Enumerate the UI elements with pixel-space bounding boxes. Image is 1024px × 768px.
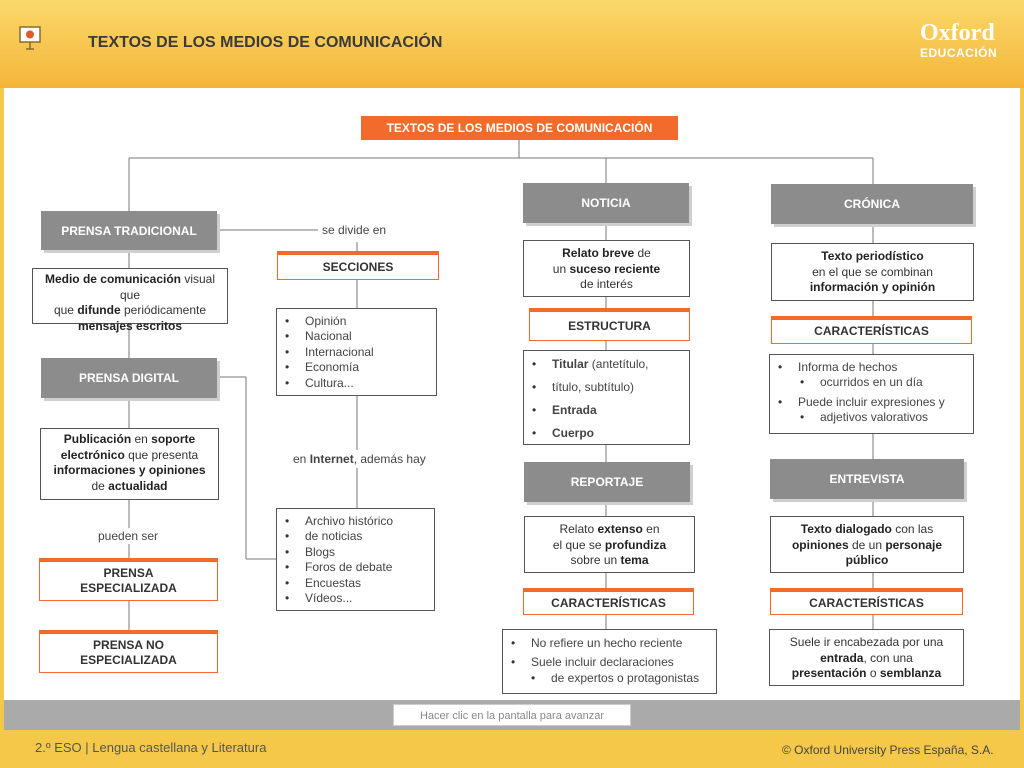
list-item: Suele incluir declaraciones <box>511 654 710 670</box>
list-item: de noticias <box>285 529 428 544</box>
secciones-list: Opinión Nacional Internacional Economía … <box>276 308 437 396</box>
list-item-continuation: ocurridos en un día <box>778 375 967 390</box>
course-label: 2.º ESO | Lengua castellana y Literatura <box>35 740 267 755</box>
estructura-node: ESTRUCTURA <box>529 308 690 341</box>
cronica-caracteristicas-list: Informa de hechos ocurridos en un día Pu… <box>769 354 974 434</box>
secciones-node: SECCIONES <box>277 251 439 280</box>
reportaje-node: REPORTAJE <box>524 462 690 502</box>
entrevista-node: ENTREVISTA <box>770 459 964 499</box>
list-item: Nacional <box>285 329 430 344</box>
reportaje-caracteristicas-node: CARACTERÍSTICAS <box>523 588 694 615</box>
noticia-node: NOTICIA <box>523 183 689 223</box>
entrevista-caracteristicas-text: Suele ir encabezada por una entrada, con… <box>769 629 964 686</box>
list-item: Internacional <box>285 345 430 360</box>
prensa-tradicional-node: PRENSA TRADICIONAL <box>41 211 217 250</box>
en-internet-label: en Internet, además hay <box>293 452 426 466</box>
list-item: Blogs <box>285 545 428 560</box>
list-item: Entrada <box>532 399 683 422</box>
list-item-continuation: de expertos o protagonistas <box>511 670 710 686</box>
presentation-board-icon[interactable] <box>18 24 42 50</box>
copyright: © Oxford University Press España, S.A. <box>782 743 994 757</box>
internet-list: Archivo histórico de noticias Blogs Foro… <box>276 508 435 611</box>
list-item-continuation: título, subtítulo) <box>532 376 683 399</box>
header-bar <box>0 0 1024 88</box>
reportaje-caracteristicas-list: No refiere un hecho reciente Suele inclu… <box>502 629 717 694</box>
list-item: Puede incluir expresiones y <box>778 395 967 410</box>
entrevista-definition: Texto dialogado con las opiniones de un … <box>770 516 964 573</box>
list-item: Foros de debate <box>285 560 428 575</box>
prensa-no-especializada-node: PRENSA NO ESPECIALIZADA <box>39 630 218 673</box>
se-divide-en-label: se divide en <box>322 223 387 237</box>
oxford-logo-subtitle: EDUCACIÓN <box>920 46 998 60</box>
advance-button[interactable]: Hacer clic en la pantalla para avanzar <box>393 704 631 726</box>
list-item: Informa de hechos <box>778 360 967 375</box>
list-item: Vídeos... <box>285 591 428 606</box>
list-item: Opinión <box>285 314 430 329</box>
list-item: Archivo histórico <box>285 514 428 529</box>
prensa-digital-node: PRENSA DIGITAL <box>41 358 217 398</box>
entrevista-caracteristicas-node: CARACTERÍSTICAS <box>770 588 963 615</box>
oxford-logo: Oxford <box>920 20 995 46</box>
pueden-ser-label: pueden ser <box>98 529 159 543</box>
cronica-node: CRÓNICA <box>771 184 973 224</box>
root-node: TEXTOS DE LOS MEDIOS DE COMUNICACIÓN <box>361 116 678 140</box>
list-item-continuation: adjetivos valorativos <box>778 410 967 425</box>
list-item: Titular (antetítulo, <box>532 353 683 376</box>
list-item: No refiere un hecho reciente <box>511 632 710 654</box>
list-item: Economía <box>285 360 430 375</box>
list-item: Cuerpo <box>532 422 683 445</box>
list-item: Encuestas <box>285 576 428 591</box>
page-title: TEXTOS DE LOS MEDIOS DE COMUNICACIÓN <box>88 34 443 51</box>
estructura-list: Titular (antetítulo, título, subtítulo) … <box>523 350 690 445</box>
list-item: Cultura... <box>285 376 430 391</box>
prensa-especializada-node: PRENSA ESPECIALIZADA <box>39 558 218 601</box>
cronica-caracteristicas-node: CARACTERÍSTICAS <box>771 316 972 344</box>
prensa-tradicional-definition: Medio de comunicación visual que que dif… <box>32 268 228 333</box>
